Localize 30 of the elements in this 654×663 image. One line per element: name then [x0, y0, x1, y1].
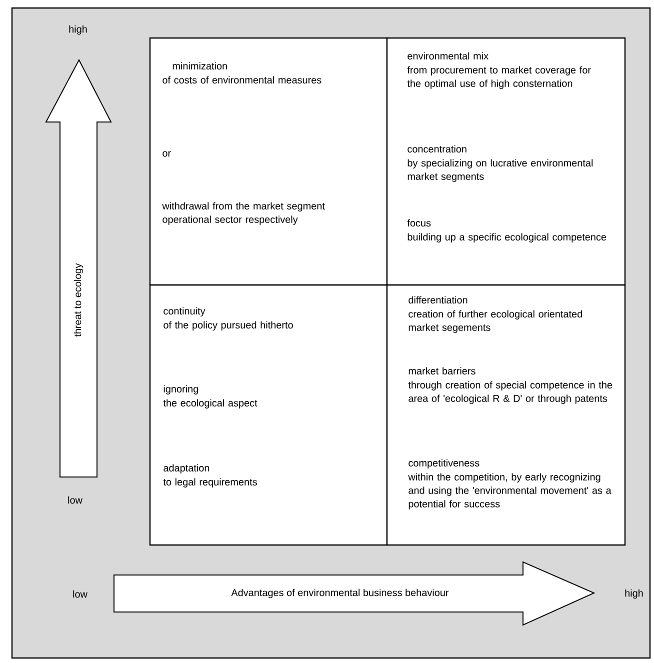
strategy-heading: environmental mix: [408, 52, 488, 60]
axis-label: high: [625, 589, 643, 599]
strategy-description: by specializing on lucrative environmental market segments: [408, 159, 593, 182]
strategy-description: withdrawal from the market segment operational sector respectively: [162, 202, 325, 225]
strategy-heading: ignoring: [164, 385, 198, 394]
strategy-description: of the policy pursued hitherto: [164, 321, 293, 330]
axis-label: low: [68, 496, 82, 504]
quadrant-box: [149, 37, 388, 286]
strategy-heading: focus: [407, 219, 431, 226]
strategy-heading: minimization: [172, 62, 227, 70]
strategy-heading: market barriers: [408, 367, 476, 375]
strategy-heading: competitiveness: [408, 459, 480, 468]
strategy-description: from procurement to market coverage for the optimal use of high consternation: [407, 66, 591, 89]
strategy-description: to legal requirements: [163, 478, 257, 488]
strategy-description: creation of further ecological orientated market segements: [408, 310, 582, 333]
strategy-description: through creation of special competence in the area of 'ecological R & D' or through patents: [408, 381, 612, 404]
strategy-heading: concentration: [408, 145, 466, 153]
strategy-description: of costs of environmental measures: [162, 76, 322, 84]
strategy-heading: differentiation: [408, 296, 468, 304]
strategy-description: building up a specific ecological competence: [408, 233, 606, 242]
axis-label: high: [69, 25, 87, 35]
strategy-description: the ecological aspect: [163, 399, 258, 408]
quadrant-box: [386, 37, 626, 286]
connective-text: or: [162, 151, 171, 157]
quadrant-box: [386, 284, 626, 546]
strategy-description: within the competition, by early recognizing and using the 'environmental movement' as a potential for success: [408, 473, 612, 510]
axis-label: low: [73, 590, 88, 598]
strategy-heading: adaptation: [164, 464, 210, 474]
quadrant-box: [149, 284, 388, 546]
strategy-heading: continuity: [164, 307, 206, 316]
